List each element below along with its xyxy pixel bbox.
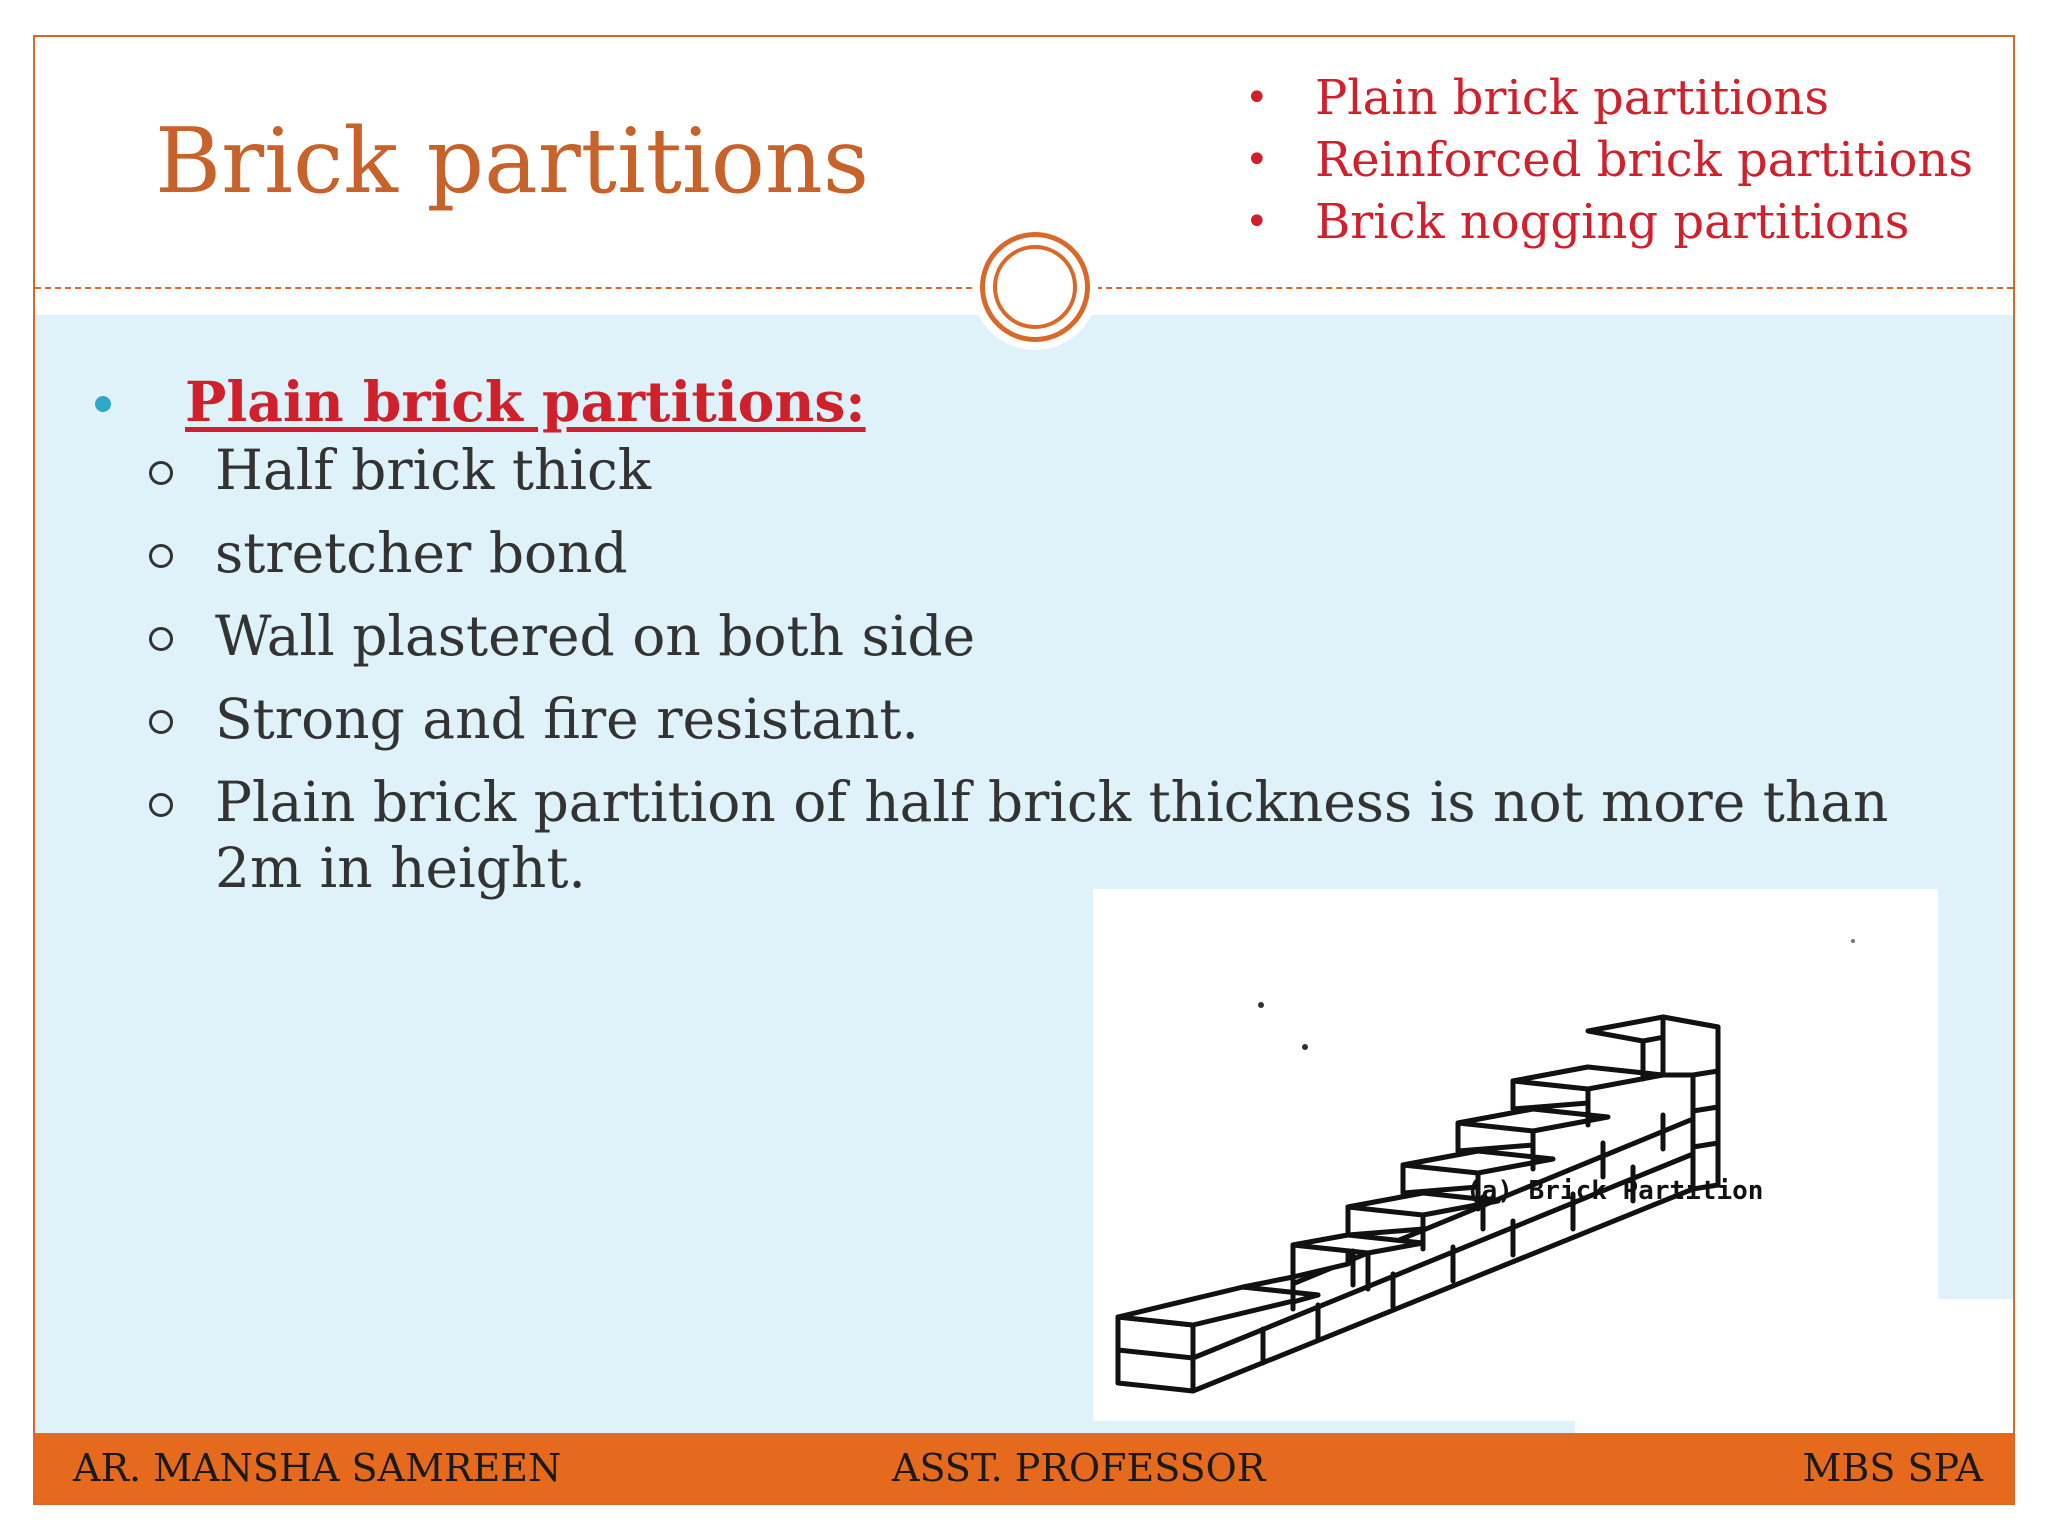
hollow-circle-bullet-icon: [149, 627, 173, 651]
point-text: Plain brick partition of half brick thic…: [215, 770, 1889, 900]
bullet-icon: •: [1245, 199, 1269, 245]
point-text: Half brick thick: [215, 438, 652, 502]
hollow-circle-bullet-icon: [149, 544, 173, 568]
hollow-circle-bullet-icon: [149, 793, 173, 817]
hollow-circle-bullet-icon: [149, 710, 173, 734]
list-item: Strong and fire resistant.: [145, 686, 1945, 752]
topic-list: • Plain brick partitions • Reinforced bric…: [1245, 67, 1973, 253]
bullet-icon: •: [1245, 137, 1269, 183]
topic-item: • Brick nogging partitions: [1245, 191, 1973, 253]
list-item: stretcher bond: [145, 520, 1945, 586]
hollow-circle-bullet-icon: [149, 461, 173, 485]
footer-designation: ASST. PROFESSOR: [892, 1446, 1266, 1490]
topic-text: Brick nogging partitions: [1315, 194, 1910, 250]
brick-partition-drawing: (a) Brick Partition: [1115, 939, 1855, 1394]
list-item: Half brick thick: [145, 437, 1945, 503]
topic-text: Plain brick partitions: [1315, 70, 1830, 126]
point-text: stretcher bond: [215, 521, 628, 585]
topic-item: • Reinforced brick partitions: [1245, 129, 1973, 191]
brick-partition-diagram: (a) Brick Partition: [1093, 889, 1938, 1421]
bullet-icon: •: [1245, 75, 1269, 121]
point-text: Wall plastered on both side: [215, 604, 976, 668]
topic-text: Reinforced brick partitions: [1315, 132, 1973, 188]
slide-frame: Brick partitions • Plain brick partitions…: [33, 35, 2015, 1505]
slide-header: Brick partitions • Plain brick partitions…: [35, 37, 2013, 287]
circle-ring-icon: [980, 232, 1090, 342]
slide-title: Brick partitions: [155, 109, 870, 214]
list-item: Plain brick partition of half brick thic…: [145, 769, 1945, 901]
footer-bar: AR. MANSHA SAMREEN ASST. PROFESSOR MBS S…: [35, 1433, 2013, 1503]
point-list: Half brick thick stretcher bond Wall pla…: [145, 437, 1945, 918]
diagram-caption: (a) Brick Partition: [1466, 1176, 1763, 1206]
footer-author: AR. MANSHA SAMREEN: [73, 1446, 562, 1490]
bullet-dot-icon: [95, 396, 111, 412]
list-item: Wall plastered on both side: [145, 603, 1945, 669]
section-heading-text: Plain brick partitions:: [185, 369, 866, 434]
point-text: Strong and fire resistant.: [215, 687, 919, 751]
footer-institution: MBS SPA: [1802, 1446, 1984, 1490]
topic-item: • Plain brick partitions: [1245, 67, 1973, 129]
